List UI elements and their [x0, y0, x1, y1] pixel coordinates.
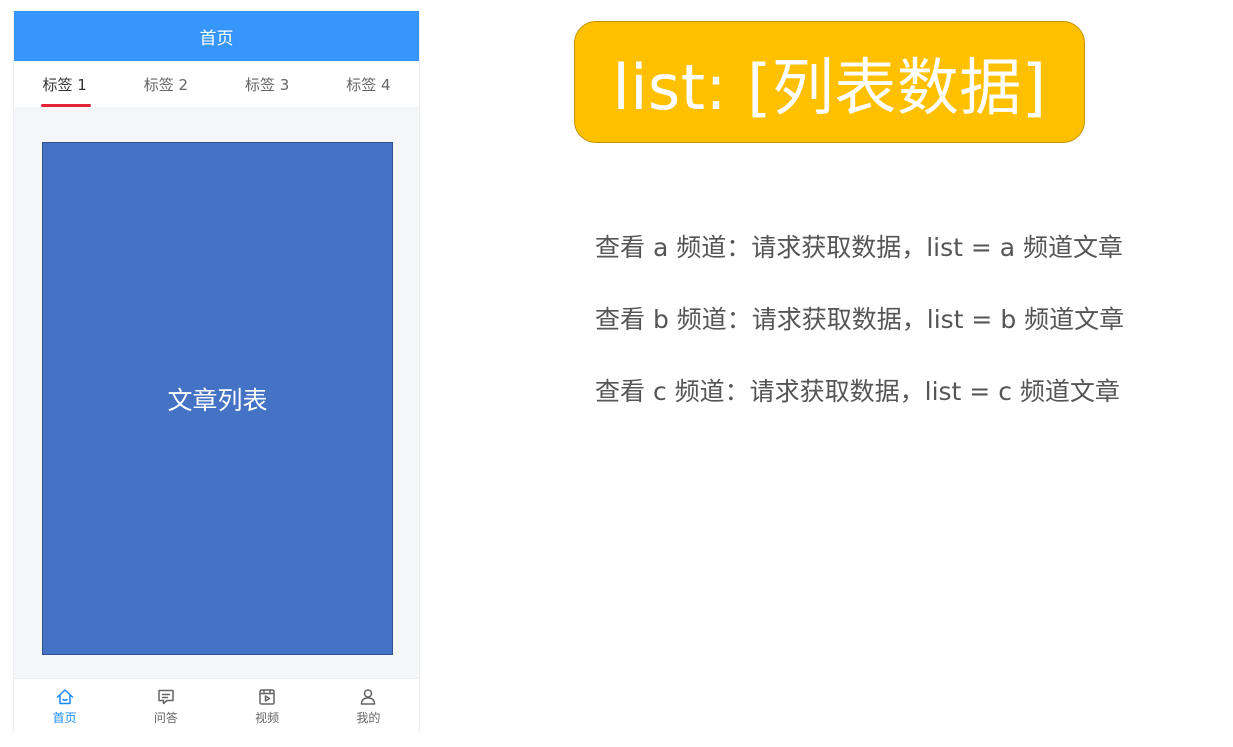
- tab-active-indicator: [40, 104, 91, 107]
- channel-description-list: 查看 a 频道：请求获取数据，list = a 频道文章 查看 b 频道：请求获…: [595, 230, 1215, 446]
- page-title: 首页: [199, 28, 234, 49]
- bottom-tab-bar: 首页 问答 视频: [14, 678, 419, 733]
- tabbar-label: 我的: [356, 710, 381, 725]
- tab-1[interactable]: 标签 1: [14, 61, 115, 107]
- tabbar-label: 视频: [255, 710, 280, 725]
- tab-2[interactable]: 标签 2: [115, 61, 216, 107]
- article-list-label: 文章列表: [167, 385, 268, 415]
- chat-icon: [158, 689, 174, 704]
- tabbar-label: 问答: [153, 710, 178, 725]
- description-line-c: 查看 c 频道：请求获取数据，list = c 频道文章: [595, 377, 1120, 406]
- tab-label: 标签 3: [244, 75, 290, 94]
- tabbar-label: 首页: [52, 710, 77, 725]
- user-icon: [361, 688, 376, 705]
- tab-label: 标签 1: [42, 75, 87, 94]
- tab-4[interactable]: 标签 4: [318, 61, 419, 107]
- description-line-a: 查看 a 频道：请求获取数据，list = a 频道文章: [595, 233, 1124, 262]
- tab-label: 标签 2: [143, 75, 189, 94]
- video-icon: [259, 688, 275, 705]
- tab-3[interactable]: 标签 3: [217, 61, 318, 107]
- home-icon: [56, 688, 73, 704]
- description-line-b: 查看 b 频道：请求获取数据，list = b 频道文章: [595, 305, 1125, 334]
- list-data-badge: list: [列表数据]: [574, 21, 1085, 143]
- badge-text: list: [列表数据]: [612, 51, 1047, 124]
- tabbar-item-home[interactable]: 首页: [14, 679, 115, 733]
- tabbar-item-video[interactable]: 视频: [217, 679, 318, 733]
- article-list-placeholder: 文章列表: [42, 142, 393, 655]
- channel-tabs: 标签 1 标签 2 标签 3 标签 4: [14, 61, 419, 107]
- tabbar-item-mine[interactable]: 我的: [318, 679, 419, 733]
- tab-label: 标签 4: [346, 75, 391, 94]
- tabbar-item-qa[interactable]: 问答: [115, 679, 216, 733]
- nav-bar: 首页: [14, 11, 419, 61]
- phone-mockup: 首页 标签 1 标签 2 标签 3 标签 4 文章列表: [13, 11, 420, 733]
